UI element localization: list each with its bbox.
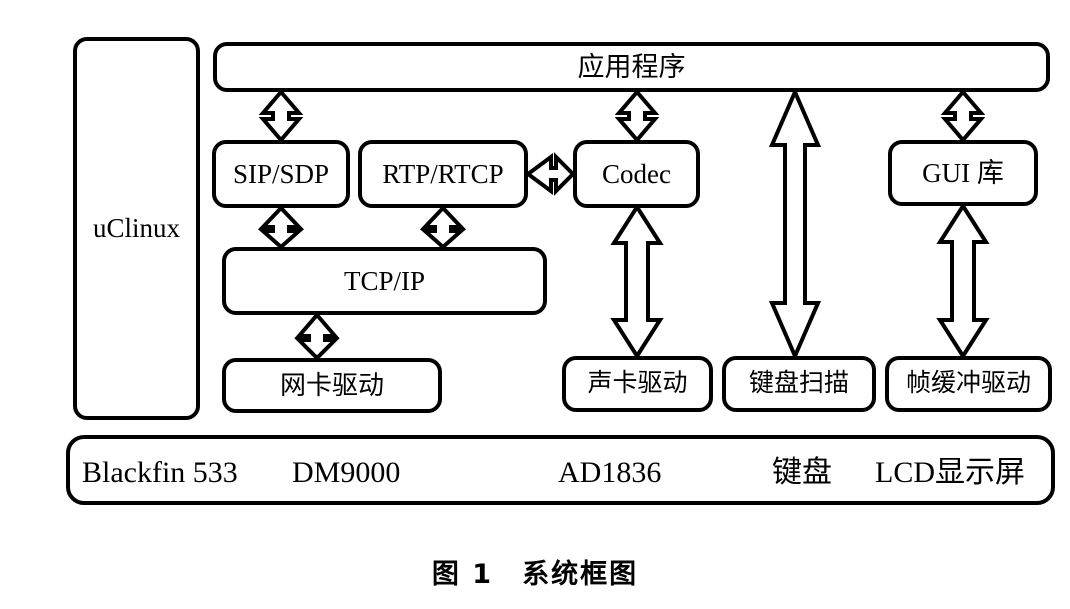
arrow-sip-sdp-tcpip [257, 205, 305, 250]
module-box-codec[interactable]: Codec [573, 140, 700, 208]
hardware-bar[interactable]: Blackfin 533 DM9000 AD1836 键盘 LCD显示屏 [66, 435, 1055, 505]
arrow-rtp-rtcp-codec [524, 152, 576, 196]
sound-driver-label: 声卡驱动 [587, 369, 688, 397]
arrow-rtp-rtcp-tcpip [419, 205, 467, 250]
hardware-item-ad1836: AD1836 [558, 456, 662, 489]
hardware-item-keyboard: 键盘 [772, 456, 832, 489]
hardware-item-lcd-display: LCD显示屏 [875, 456, 1025, 489]
arrow-application-codec [614, 88, 660, 144]
framebuffer-driver-label: 帧缓冲驱动 [905, 369, 1031, 397]
application-label: 应用程序 [577, 51, 686, 82]
arrow-application-keyboard-scan [768, 86, 822, 362]
arrow-application-sip-sdp [258, 88, 304, 144]
driver-box-framebuffer-driver[interactable]: 帧缓冲驱动 [885, 356, 1052, 412]
module-box-gui-lib[interactable]: GUI 库 [888, 140, 1038, 206]
os-label: uClinux [92, 213, 180, 244]
gui-lib-label: GUI 库 [922, 157, 1004, 188]
os-box-uclinux[interactable]: uClinux [73, 37, 200, 420]
tcpip-label: TCP/IP [343, 265, 426, 296]
net-driver-label: 网卡驱动 [279, 370, 384, 400]
arrow-codec-sound-driver [610, 203, 664, 360]
module-box-sip-sdp[interactable]: SIP/SDP [212, 140, 350, 208]
arrow-tcpip-net-driver [294, 311, 340, 361]
codec-label: Codec [602, 158, 671, 189]
figure-caption: 图 1 系统框图 [431, 559, 639, 590]
hardware-item-blackfin-533: Blackfin 533 [82, 456, 238, 489]
driver-box-net-driver[interactable]: 网卡驱动 [222, 358, 442, 413]
hardware-item-row: Blackfin 533 DM9000 AD1836 键盘 LCD显示屏 [70, 439, 1051, 501]
layer-box-application[interactable]: 应用程序 [213, 42, 1050, 92]
keyboard-scan-label: 键盘扫描 [748, 369, 849, 397]
sip-sdp-label: SIP/SDP [232, 158, 330, 189]
module-box-rtp-rtcp[interactable]: RTP/RTCP [358, 140, 528, 208]
arrow-application-gui-lib [940, 88, 986, 144]
rtp-rtcp-label: RTP/RTCP [382, 158, 504, 189]
hardware-item-dm9000: DM9000 [292, 456, 401, 489]
module-box-tcpip[interactable]: TCP/IP [222, 247, 547, 315]
driver-box-keyboard-scan[interactable]: 键盘扫描 [722, 356, 876, 412]
driver-box-sound-driver[interactable]: 声卡驱动 [562, 356, 713, 412]
arrow-gui-lib-framebuffer-driver [936, 202, 990, 360]
